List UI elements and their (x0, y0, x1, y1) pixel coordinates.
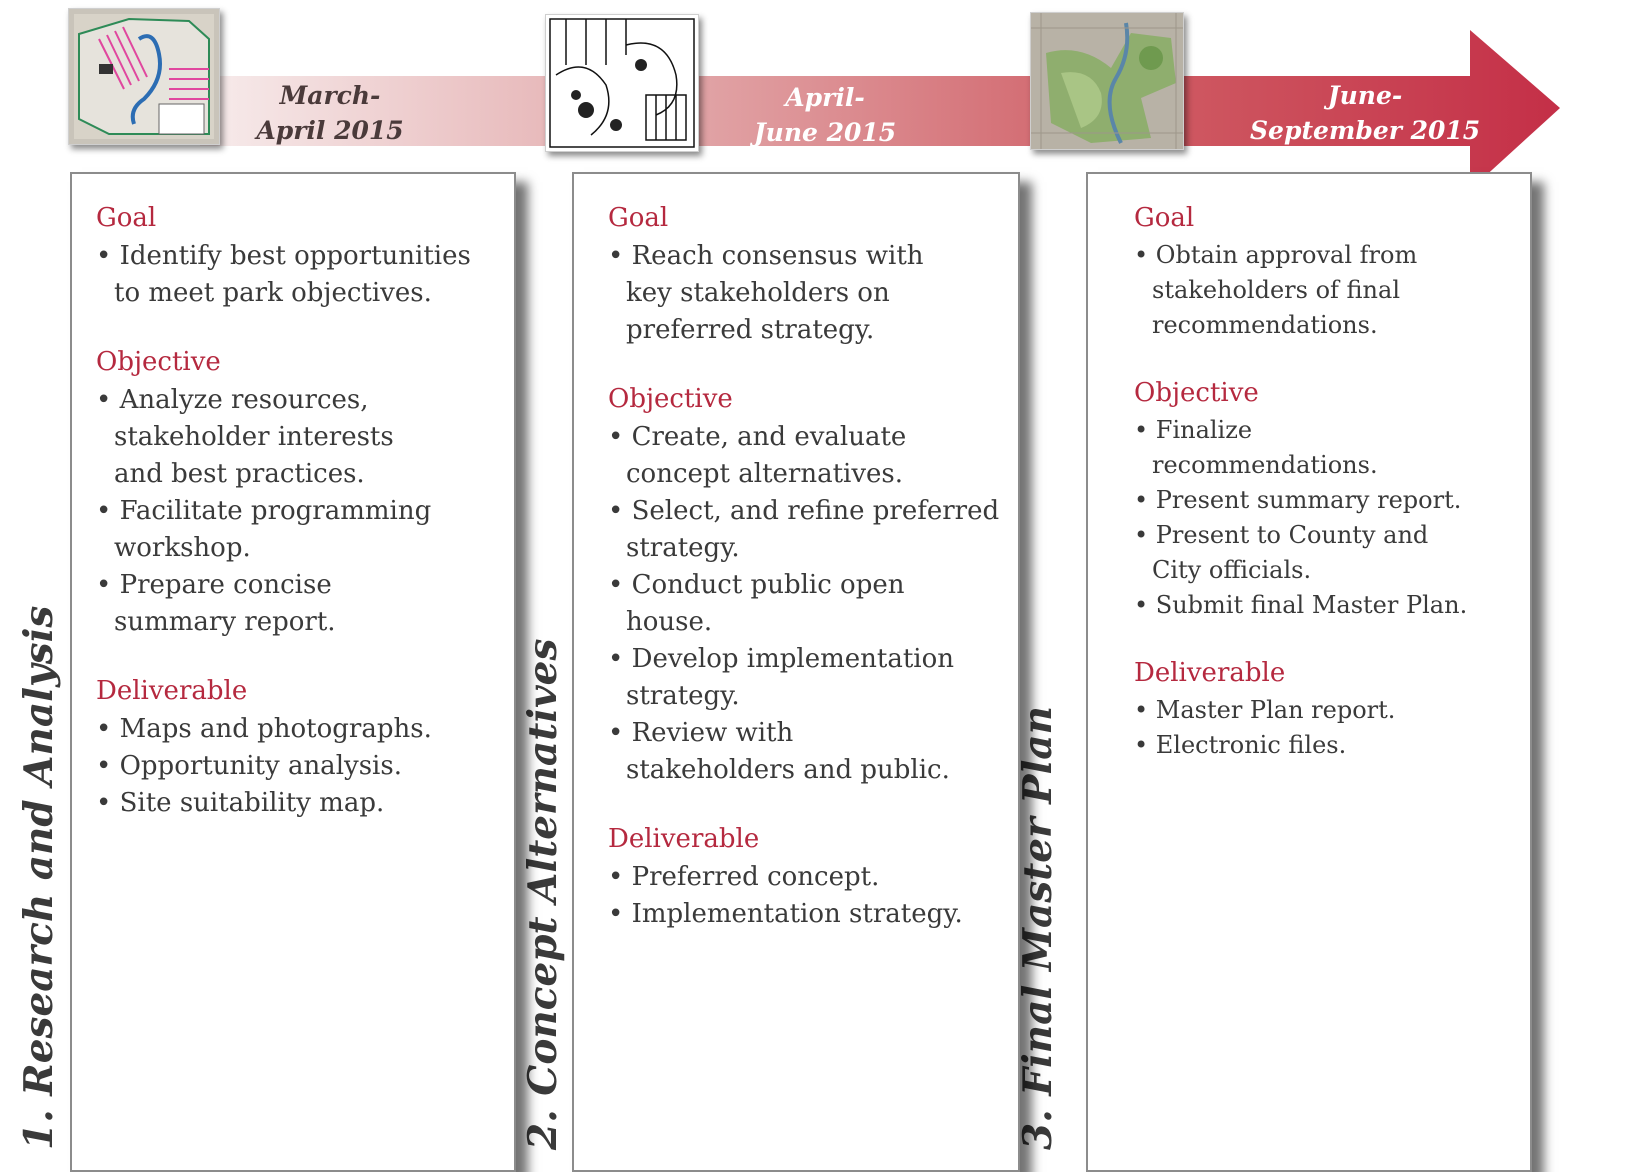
deliverable-item: • Implementation strategy. (608, 896, 999, 933)
deliverable-item: • Site suitability map. (96, 785, 471, 822)
deliverable-line: • Master Plan report. (1134, 696, 1396, 724)
deliverable-section: Deliverable • Preferred concept. • Imple… (608, 823, 999, 933)
phase-2-date: April- June 2015 (735, 80, 915, 150)
objective-section: Objective • Create, and evaluate concept… (608, 383, 999, 789)
objective-line: • Create, and evaluate (608, 422, 907, 452)
goal-line: • Obtain approval from (1134, 241, 1418, 269)
objective-line: recommendations. (1152, 451, 1378, 479)
concept-plan-thumbnail (545, 14, 699, 152)
deliverable-item: • Preferred concept. (608, 859, 999, 896)
goal-section: Goal • Reach consensus with key stakehol… (608, 202, 999, 349)
deliverable-section: Deliverable • Maps and photographs. • Op… (96, 675, 471, 822)
goal-heading: Goal (1134, 203, 1195, 233)
phase-3-date-line-2: September 2015 (1250, 116, 1481, 145)
objective-line: • Present summary report. (1134, 486, 1462, 514)
objective-item: • Create, and evaluate concept alternati… (608, 419, 999, 493)
phase-1-card: Goal • Identify best opportunities to me… (70, 172, 516, 1172)
phase-1-date-line-2: April 2015 (256, 116, 404, 145)
objective-line: • Prepare concise (96, 570, 332, 600)
phase-1-date-line-1: March- (279, 81, 381, 110)
goal-item: • Obtain approval from stakeholders of f… (1134, 238, 1467, 343)
deliverable-item: • Maps and photographs. (96, 711, 471, 748)
goal-line: • Reach consensus with (608, 241, 924, 271)
objective-line: • Submit final Master Plan. (1134, 591, 1468, 619)
goal-line: key stakeholders on (626, 278, 890, 308)
objective-line: • Select, and refine preferred (608, 496, 1000, 526)
phase-3-date-line-1: June- (1327, 81, 1403, 110)
objective-section: Objective • Finalize recommendations. • … (1134, 377, 1467, 623)
objective-line: stakeholder interests (114, 422, 394, 452)
objective-item: • Analyze resources, stakeholder interes… (96, 382, 471, 493)
objective-item: • Present summary report. (1134, 483, 1467, 518)
objective-line: City officials. (1152, 556, 1312, 584)
objective-item: • Submit final Master Plan. (1134, 588, 1467, 623)
objective-line: • Review with (608, 718, 794, 748)
goal-line: preferred strategy. (626, 315, 875, 345)
goal-line: stakeholders of final (1152, 276, 1400, 304)
objective-line: strategy. (626, 681, 740, 711)
objective-heading: Objective (96, 347, 221, 377)
phase-1-date: March- April 2015 (240, 78, 420, 148)
deliverable-line: • Site suitability map. (96, 788, 385, 818)
objective-item: • Conduct public open house. (608, 567, 999, 641)
deliverable-heading: Deliverable (1134, 658, 1286, 688)
objective-line: house. (626, 607, 713, 637)
stage-3-title: 3. Final Master Plan (1015, 706, 1061, 1150)
objective-heading: Objective (608, 384, 733, 414)
phase-3-card: Goal • Obtain approval from stakeholders… (1086, 172, 1532, 1172)
phase-3-date: June- September 2015 (1250, 78, 1480, 148)
objective-item: • Review with stakeholders and public. (608, 715, 999, 789)
objective-line: stakeholders and public. (626, 755, 950, 785)
goal-heading: Goal (96, 203, 157, 233)
objective-line: summary report. (114, 607, 336, 637)
goal-line: recommendations. (1152, 311, 1378, 339)
deliverable-line: • Maps and photographs. (96, 714, 432, 744)
goal-item: • Identify best opportunities to meet pa… (96, 238, 471, 312)
objective-item: • Prepare concise summary report. (96, 567, 471, 641)
deliverable-line: • Implementation strategy. (608, 899, 963, 929)
goal-line: to meet park objectives. (114, 278, 432, 308)
objective-line: • Facilitate programming (96, 496, 432, 526)
objective-line: workshop. (114, 533, 251, 563)
deliverable-item: • Electronic files. (1134, 728, 1467, 763)
deliverable-item: • Opportunity analysis. (96, 748, 471, 785)
objective-item: • Select, and refine preferred strategy. (608, 493, 999, 567)
deliverable-line: • Electronic files. (1134, 731, 1347, 759)
objective-item: • Facilitate programming workshop. (96, 493, 471, 567)
goal-section: Goal • Identify best opportunities to me… (96, 202, 471, 312)
objective-line: • Conduct public open (608, 570, 905, 600)
objective-line: • Present to County and (1134, 521, 1429, 549)
objective-section: Objective • Analyze resources, stakehold… (96, 346, 471, 641)
stage-2-title: 2. Concept Alternatives (520, 638, 566, 1150)
objective-line: strategy. (626, 533, 740, 563)
objective-item: • Present to County and City officials. (1134, 518, 1467, 588)
phase-2-date-line-2: June 2015 (753, 118, 897, 147)
deliverable-line: • Preferred concept. (608, 862, 880, 892)
objective-line: concept alternatives. (626, 459, 904, 489)
objective-line: • Finalize (1134, 416, 1253, 444)
deliverable-section: Deliverable • Master Plan report. • Elec… (1134, 657, 1467, 763)
objective-line: • Analyze resources, (96, 385, 369, 415)
objective-item: • Finalize recommendations. (1134, 413, 1467, 483)
objective-line: • Develop implementation (608, 644, 954, 674)
objective-line: and best practices. (114, 459, 365, 489)
goal-item: • Reach consensus with key stakeholders … (608, 238, 999, 349)
phase-2-card: Goal • Reach consensus with key stakehol… (572, 172, 1020, 1172)
goal-line: • Identify best opportunities (96, 241, 471, 271)
timeline-arrow (200, 30, 1560, 190)
deliverable-item: • Master Plan report. (1134, 693, 1467, 728)
deliverable-heading: Deliverable (96, 676, 248, 706)
site-map-thumbnail (68, 8, 220, 145)
phase-2-date-line-1: April- (785, 83, 865, 112)
goal-section: Goal • Obtain approval from stakeholders… (1134, 202, 1467, 343)
deliverable-heading: Deliverable (608, 824, 760, 854)
deliverable-line: • Opportunity analysis. (96, 751, 402, 781)
master-plan-thumbnail (1030, 12, 1184, 150)
objective-heading: Objective (1134, 378, 1259, 408)
objective-item: • Develop implementation strategy. (608, 641, 999, 715)
stage-1-title: 1. Research and Analysis (16, 605, 62, 1150)
goal-heading: Goal (608, 203, 669, 233)
